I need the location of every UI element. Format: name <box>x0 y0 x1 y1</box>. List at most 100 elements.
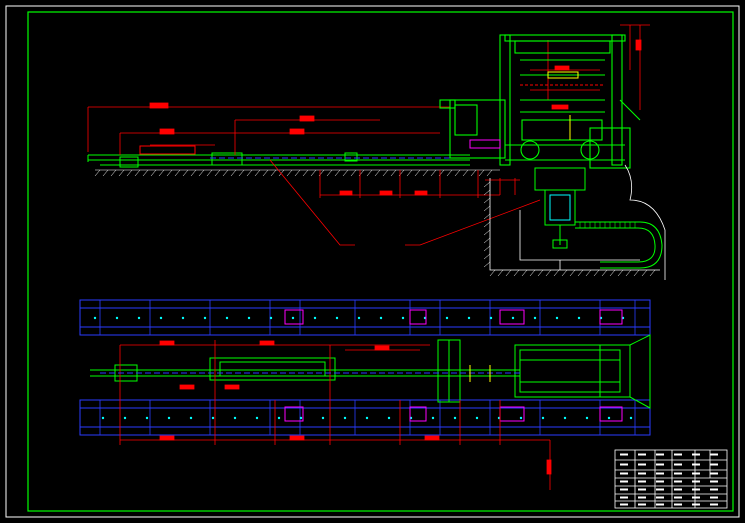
title-block-mark <box>656 453 664 456</box>
anchor-dot <box>137 316 141 320</box>
title-block-mark <box>710 472 718 475</box>
plan-view <box>79 299 651 490</box>
title-block-mark <box>710 480 718 483</box>
anchor-dot <box>607 416 611 420</box>
pit-hatch-stroke <box>483 221 491 228</box>
title-block-mark <box>656 503 664 506</box>
anchor-dot <box>101 416 105 420</box>
title-block-mark <box>710 463 718 466</box>
title-block-mark <box>656 472 664 475</box>
anchor-dot <box>475 416 479 420</box>
ground-hatch-stroke <box>430 169 437 177</box>
ground-hatch-stroke <box>206 169 213 177</box>
plan-bays <box>79 299 651 436</box>
ground-hatch-stroke <box>342 169 349 177</box>
pit-hatch-stroke <box>497 269 504 277</box>
anchor-dot <box>335 316 339 320</box>
pit-hatch-stroke <box>561 269 568 277</box>
title-block-mark <box>656 488 664 491</box>
anchor-dot <box>159 316 163 320</box>
outer-border <box>5 5 740 518</box>
title-block-mark <box>692 480 700 483</box>
ground-hatch-stroke <box>150 169 157 177</box>
pit-hatch-stroke <box>593 269 600 277</box>
anchor-dot <box>247 316 251 320</box>
ground-hatch-stroke <box>198 169 205 177</box>
pit-hatch-stroke <box>483 189 491 196</box>
title-block-mark <box>620 496 628 499</box>
pit-hatch-stroke <box>513 269 520 277</box>
anchor-dot <box>313 316 317 320</box>
anchor-dot <box>211 416 215 420</box>
plan-dimensions <box>119 340 552 490</box>
ground-hatch-stroke <box>286 169 293 177</box>
pit-hatch-stroke <box>633 269 640 277</box>
elevation-view <box>87 24 666 280</box>
ground-hatch-stroke <box>222 169 229 177</box>
ground-hatch-stroke <box>174 169 181 177</box>
ground-hatch-stroke <box>350 169 357 177</box>
ground-hatch-stroke <box>246 169 253 177</box>
title-block-mark <box>638 463 646 466</box>
ground-hatch-stroke <box>462 169 469 177</box>
pit-hatch-stroke <box>569 269 576 277</box>
ground-hatch-stroke <box>406 169 413 177</box>
anchor-dot <box>431 416 435 420</box>
pit-hatch-stroke <box>553 269 560 277</box>
pit-hatching <box>483 181 656 277</box>
anchor-dot <box>299 416 303 420</box>
anchor-dot <box>541 416 545 420</box>
machine-accents <box>469 71 605 149</box>
anchor-dot <box>379 316 383 320</box>
pit-hatch-stroke <box>483 237 491 244</box>
pit-hatch-stroke <box>545 269 552 277</box>
title-block <box>614 449 728 509</box>
anchor-dot <box>115 316 119 320</box>
pit-hatch-stroke <box>483 245 491 252</box>
cable-chain-links <box>579 222 636 228</box>
anchor-dot <box>577 316 581 320</box>
anchor-dot <box>467 316 471 320</box>
anchor-dot <box>181 316 185 320</box>
anchor-dot <box>489 316 493 320</box>
pit-hatch-stroke <box>601 269 608 277</box>
pit-hatch-stroke <box>649 269 656 277</box>
pit-hatch-stroke <box>483 261 491 268</box>
anchor-dot <box>387 416 391 420</box>
pit-hatch-stroke <box>529 269 536 277</box>
ground-hatch-stroke <box>214 169 221 177</box>
ground-hatch-stroke <box>334 169 341 177</box>
ground-hatch-stroke <box>94 169 101 177</box>
anchor-dot <box>563 416 567 420</box>
boundary-curve <box>624 164 666 280</box>
title-block-mark <box>638 453 646 456</box>
ground-hatch-stroke <box>486 169 493 177</box>
anchor-dot <box>123 416 127 420</box>
title-block-mark <box>692 463 700 466</box>
title-block-mark <box>692 503 700 506</box>
pit-hatch-stroke <box>609 269 616 277</box>
ground-hatch-stroke <box>374 169 381 177</box>
anchor-dot <box>167 416 171 420</box>
title-block-mark <box>674 496 682 499</box>
anchor-dot <box>93 316 97 320</box>
title-block-mark <box>692 472 700 475</box>
inner-border <box>27 11 734 512</box>
ground-hatch-stroke <box>110 169 117 177</box>
pit-hatch-stroke <box>483 197 491 204</box>
ground-hatch-stroke <box>278 169 285 177</box>
ground-hatch-stroke <box>142 169 149 177</box>
ground-hatch-stroke <box>382 169 389 177</box>
ground-hatch-stroke <box>470 169 477 177</box>
title-block-mark <box>638 503 646 506</box>
ground-hatch-stroke <box>478 169 485 177</box>
title-block-mark <box>620 453 628 456</box>
pit-hatch-stroke <box>537 269 544 277</box>
anchor-dot <box>585 416 589 420</box>
plan-rail <box>90 334 651 409</box>
plan-yellow-marks <box>469 365 491 382</box>
anchor-dot <box>255 416 259 420</box>
anchor-dot <box>357 316 361 320</box>
title-block-mark <box>638 496 646 499</box>
anchor-dot <box>321 416 325 420</box>
